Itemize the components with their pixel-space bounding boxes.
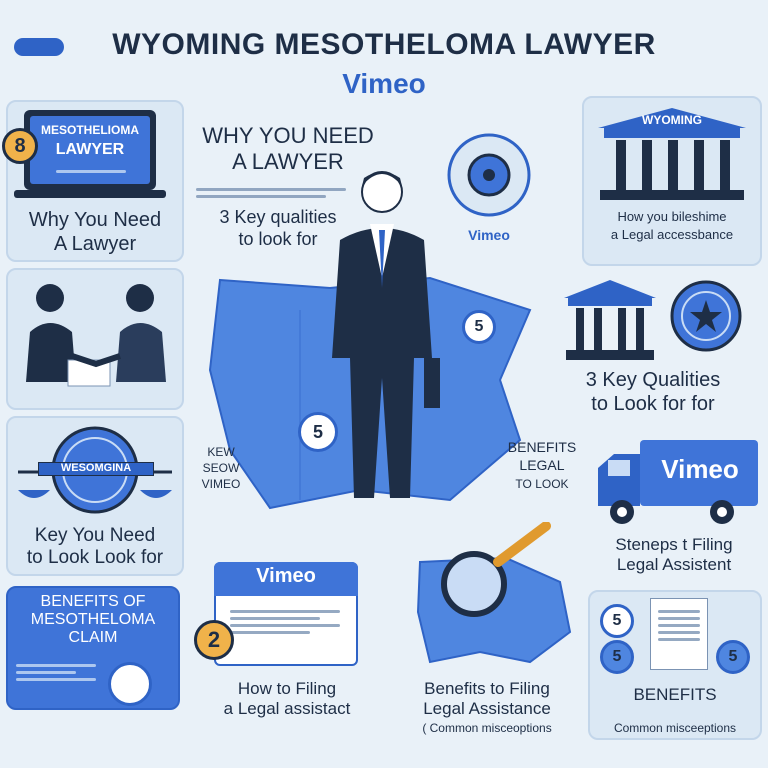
caption-how-to-filing-1: How to Filing xyxy=(237,679,337,698)
caption-key-you-need-2: to Look Look for xyxy=(26,547,164,568)
map-text-3: VIMEO xyxy=(201,477,241,491)
window-vimeo-label: Vimeo xyxy=(256,565,316,587)
handshake-illustration xyxy=(26,284,166,387)
courthouse-icon xyxy=(598,108,746,200)
map-marker-2: 5 xyxy=(298,412,338,452)
badge-five-1: 5 xyxy=(600,604,634,638)
benefits-claim-line-2: MESOTHELOMA xyxy=(30,611,156,628)
benefits-claim-line-1: BENEFITS OF xyxy=(40,593,146,610)
right-top-text-2: a Legal accessbance xyxy=(610,227,734,242)
benefits-claim-line-3: CLAIM xyxy=(68,629,118,646)
sub-key-qualities-2: to look for xyxy=(238,229,318,249)
number-badge-8: 8 xyxy=(2,128,38,164)
caption-key-you-need-1: Key You Need xyxy=(34,525,156,546)
qualities-text-1: 3 Key Qualities xyxy=(585,369,721,391)
caption-why-you-need-2: A Lawyer xyxy=(53,233,137,255)
steps-filing-2: Legal Assistent xyxy=(616,555,732,574)
star-badge-icon xyxy=(670,280,742,352)
benefits-legal-1: BENEFITS xyxy=(507,439,577,455)
lawyer-figure xyxy=(332,171,440,498)
benefits-caption-1: BENEFITS xyxy=(633,685,717,704)
emblem-vimeo-label: Vimeo xyxy=(468,227,510,243)
benefits-legal-2: LEGAL xyxy=(519,457,565,473)
window-text-lines xyxy=(230,606,340,638)
benefits-caption-2: Common misceeptions xyxy=(613,721,737,735)
vimeo-window-titlebar xyxy=(214,562,358,596)
qualities-text-2: to Look for for xyxy=(591,393,715,415)
vimeo-emblem-icon xyxy=(447,133,531,217)
government-building-icon xyxy=(564,280,656,360)
truck-vimeo-label: Vimeo xyxy=(661,454,739,484)
building-label: WYOMING xyxy=(642,113,702,127)
laptop-line-1: MESOTHELIOMA xyxy=(41,123,139,137)
center-top-text-lines xyxy=(196,184,346,202)
map-marker-1: 5 xyxy=(462,310,496,344)
caption-benefits-filing-2: Legal Assistance xyxy=(423,699,551,718)
laptop-text-lines xyxy=(56,166,126,177)
laptop-line-2: LAWYER xyxy=(55,141,125,158)
benefits-legal-3: TO LOOK xyxy=(515,477,569,491)
badge-five-2: 5 xyxy=(600,640,634,674)
badge-five-3: 5 xyxy=(716,640,750,674)
map-text-1: KEW xyxy=(207,445,235,459)
right-top-text-1: How you bileshime xyxy=(617,209,727,224)
page-subtitle: Vimeo xyxy=(342,68,426,99)
caption-why-you-need-1: Why You Need xyxy=(28,209,162,231)
delivery-truck-icon xyxy=(598,440,758,524)
map-text-2: SEOW xyxy=(202,461,240,475)
benefits-claim-text-lines xyxy=(16,660,96,685)
heading-why-you-need-2: A LAWYER xyxy=(232,149,344,174)
number-badge-2: 2 xyxy=(194,620,234,660)
claim-seal-icon xyxy=(108,662,152,706)
seal-label: WESOMGINA xyxy=(38,462,154,476)
page-title: WYOMING MESOTHELOMA LAWYER xyxy=(112,28,656,61)
header-tag xyxy=(14,38,64,56)
caption-benefits-filing-1: Benefits to Filing xyxy=(424,679,550,698)
state-map-magnifier-icon xyxy=(416,522,572,664)
caption-how-to-filing-2: a Legal assistact xyxy=(223,699,351,718)
caption-benefits-filing-3: ( Common misceoptions xyxy=(422,721,552,735)
steps-filing-1: Steneps t Filing xyxy=(615,535,733,554)
heading-why-you-need-1: WHY YOU NEED xyxy=(202,123,374,148)
sub-key-qualities-1: 3 Key qualities xyxy=(219,207,337,227)
document-text-lines xyxy=(658,606,700,645)
